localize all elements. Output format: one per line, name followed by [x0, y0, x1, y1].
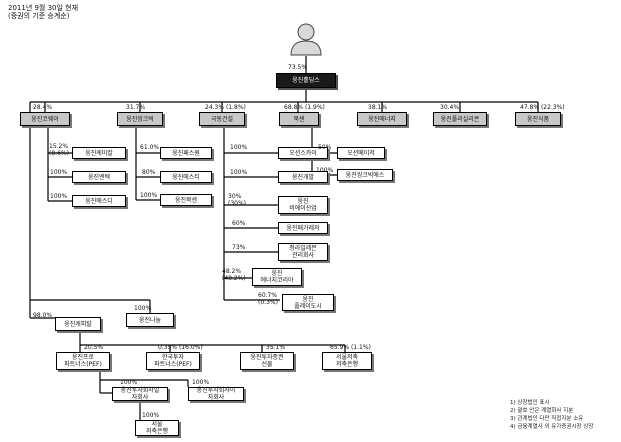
- sub-pct-polysilicon: 30.4%: [440, 104, 460, 111]
- geukdong-sub-box-1: 웅진개발: [278, 171, 328, 183]
- geukdong-sub-box-2: 웅진 비에이산업: [278, 196, 328, 214]
- booksen-sub-box-1: 웅진씽크빅에스: [337, 169, 393, 181]
- thinkbig-sub-box-1: 웅진에스티: [160, 171, 212, 183]
- geukdong-sub-pct-6: 60.7% (0.3%): [258, 292, 278, 306]
- sub-pct-food: 47.8% (22.3%): [520, 104, 565, 111]
- geukdong-sub-box-0: 오션스카이: [278, 147, 328, 159]
- fund-chain-box-2: 서울 저축은행: [135, 420, 179, 436]
- holding-company-box: 웅진홀딩스: [276, 73, 336, 88]
- sub-box-booksen: 북센: [279, 112, 319, 126]
- geukdong-sub-pct-5: 48.2% (48.2%): [222, 268, 246, 282]
- capital-sub-pct-2: 35.1%: [266, 344, 286, 351]
- holder-share-pct: 73.5%: [288, 64, 308, 71]
- fund-chain-box-0: 웅진투자회사일 자회사: [112, 387, 168, 401]
- geukdong-sub-box-6: 웅진 플레이도시: [282, 294, 334, 311]
- fund-chain-box-1: 웅진투자회사이 자회사: [188, 387, 244, 401]
- thinkbig-sub-pct-2: 100%: [140, 192, 158, 199]
- note-3: 3) 관계법인 다만 직접지분 소유: [510, 416, 584, 422]
- geukdong-sub-box-4: 청라일레븐 관리회사: [278, 243, 328, 261]
- sub-box-geukdong: 극동건설: [199, 112, 245, 126]
- thinkbig-sub-pct-1: 80%: [142, 169, 156, 176]
- capital-pct: 98.0%: [33, 312, 53, 319]
- sub-box-polysilicon: 웅진폴리실리콘: [433, 112, 487, 126]
- geukdong-sub-pct-4: 73%: [232, 244, 246, 251]
- fund-chain-pct-0: 100%: [120, 379, 138, 386]
- coway-sub-pct-0: 15.2% (8.6%): [49, 143, 69, 157]
- fund-chain-pct-2: 100%: [142, 412, 160, 419]
- thinkbig-sub-pct-0: 61.0%: [140, 144, 160, 151]
- fund-chain-pct-1: 100%: [192, 379, 210, 386]
- thinkbig-sub-box-0: 웅진패스원: [160, 147, 212, 159]
- report-date: 2011년 9월 30일 현재: [8, 4, 79, 12]
- other-box: 웅진나눔: [126, 313, 174, 327]
- geukdong-sub-pct-2: 30% (30%): [228, 193, 247, 207]
- note-1: 1) 상장법인 표시: [510, 400, 550, 406]
- geukdong-sub-box-5: 웅진 에너지코리아: [252, 268, 302, 286]
- geukdong-sub-pct-3: 60%: [232, 220, 246, 227]
- sub-box-energy: 웅진에너지: [357, 112, 407, 126]
- coway-sub-box-1: 웅진엔텍: [72, 171, 126, 183]
- sub-pct-geukdong: 24.3% (1.8%): [205, 104, 246, 111]
- sub-pct-coway: 28.4%: [33, 104, 53, 111]
- booksen-sub-pct-1: 100%: [316, 167, 334, 174]
- thinkbig-sub-box-2: 웅진북센: [160, 194, 212, 206]
- sub-pct-thinkbig: 31.7%: [126, 104, 146, 111]
- coway-sub-box-0: 웅진케미칼: [72, 147, 126, 159]
- note-4: 4) 금융계열사 외 유가증권시장 상장: [510, 424, 594, 430]
- note-2: 2) 괄호 안은 계열회사 지분: [510, 408, 574, 414]
- coway-sub-box-2: 웅진에스디: [72, 195, 126, 207]
- geukdong-sub-pct-0: 100%: [230, 144, 248, 151]
- coway-sub-pct-2: 100%: [50, 193, 68, 200]
- capital-sub-box-1: 한국투자 파트너스(PEF): [146, 352, 200, 370]
- report-subtitle: (증권의 기준 승계순): [8, 12, 70, 20]
- coway-sub-pct-1: 100%: [50, 169, 68, 176]
- geukdong-sub-box-3: 웅진메가레저: [278, 222, 328, 234]
- geukdong-sub-pct-1: 100%: [230, 169, 248, 176]
- capital-box: 웅진캐피탈: [55, 317, 101, 331]
- capital-sub-box-3: 서울저축 저축은행: [322, 352, 372, 370]
- capital-sub-pct-1: 0.35% (16.0%): [158, 344, 203, 351]
- capital-sub-pct-3: 65.9% (1.1%): [330, 344, 371, 351]
- sub-pct-energy: 38.1%: [368, 104, 388, 111]
- capital-sub-pct-0: 20.5%: [84, 344, 104, 351]
- booksen-sub-pct-0: 50%: [318, 144, 332, 151]
- sub-box-coway: 웅진코웨이: [20, 112, 70, 126]
- sub-pct-booksen: 68.8% (1.9%): [284, 104, 325, 111]
- sub-box-thinkbig: 웅진씽크빅: [117, 112, 163, 126]
- capital-sub-box-0: 웅진프로 파트너스(PEF): [56, 352, 110, 370]
- sub-box-food: 웅진식품: [515, 112, 561, 126]
- capital-sub-box-2: 웅진투자증권 선물: [240, 352, 294, 370]
- other-pct: 100%: [134, 305, 152, 312]
- booksen-sub-box-0: 오션메이저: [337, 147, 385, 159]
- person-icon: [288, 22, 324, 56]
